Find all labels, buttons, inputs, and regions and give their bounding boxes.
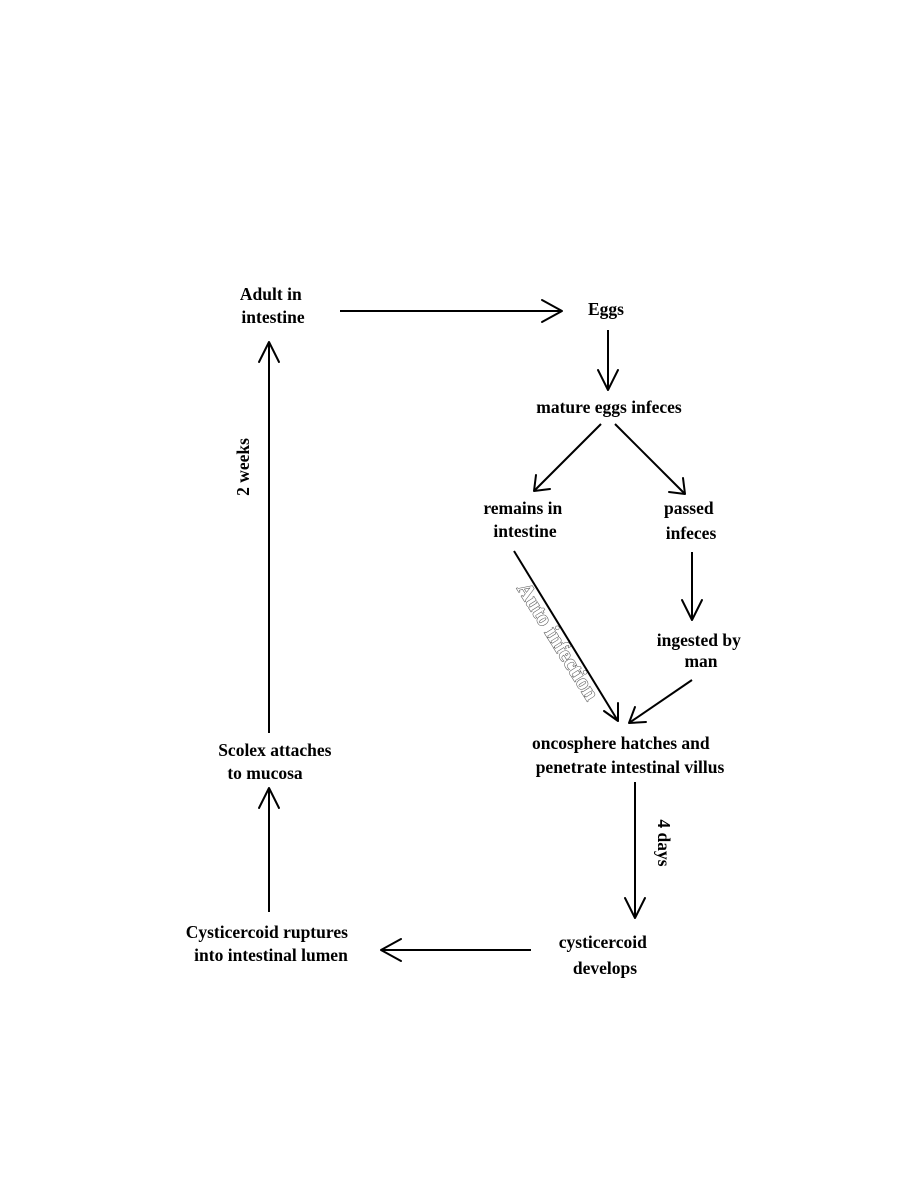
arrow-remains-to-oncosphere [513,550,619,722]
arrow-mature-to-remains [533,423,602,492]
arrow-ruptures-to-scolex [258,787,280,912]
node-mature-eggs: mature eggs infeces [536,397,682,417]
node-ingested-by-man: ingested by man [657,630,745,671]
arrow-scolex-to-adult [258,341,280,733]
arrow-ingested-to-oncosphere [628,679,693,724]
node-scolex-attaches: Scolex attaches to mucosa [218,740,336,783]
arrow-cysticercoid-to-ruptures [380,938,531,962]
arrow-mature-to-passed [614,423,686,495]
node-passed-infeces: passed infeces [664,498,718,543]
arrow-passed-to-ingested [681,552,703,621]
node-cysticercoid-develops: cysticercoid develops [559,932,652,978]
arrow-adult-to-eggs [340,299,563,323]
edge-label-2-weeks: 2 weeks [233,438,253,496]
node-adult-in-intestine: Adult in intestine [240,284,306,327]
node-oncosphere-hatches: oncosphere hatches and penetrate intesti… [532,733,724,777]
edge-label-auto-infection: Auto infection [512,578,604,705]
node-remains-in-intestine: remains in intestine [483,498,566,541]
node-eggs: Eggs [588,299,624,319]
arrow-oncosphere-to-cysticercoid [624,782,646,919]
node-cysticercoid-ruptures: Cysticercoid ruptures into intestinal lu… [186,922,353,965]
arrow-eggs-to-mature-eggs [597,330,619,391]
edge-label-4-days: 4 days [654,819,674,866]
